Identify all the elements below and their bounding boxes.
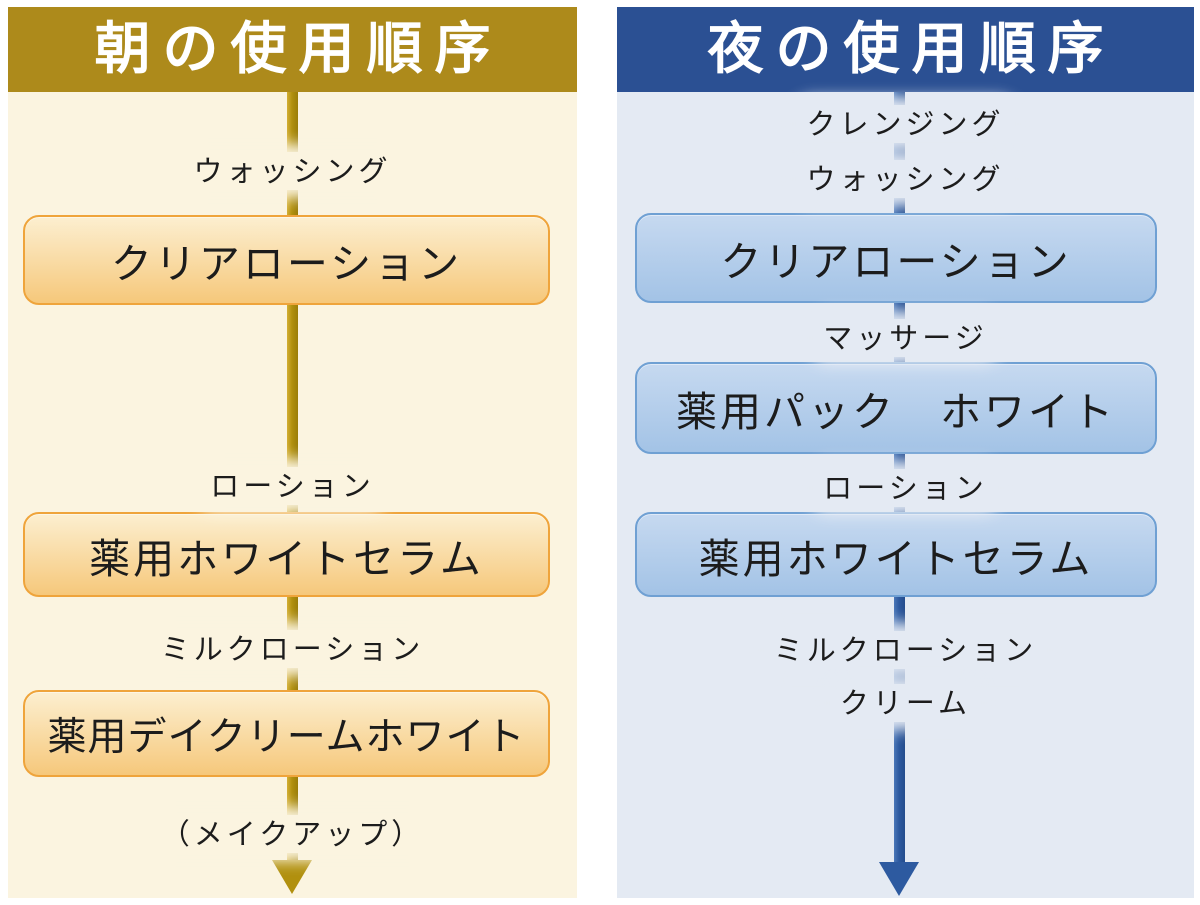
- step-label-text: ローション: [813, 469, 998, 507]
- step-label-text: ミルクローション: [763, 631, 1048, 669]
- morning-step-box-clear-lotion: クリアローション: [23, 215, 550, 305]
- step-label-text: ローション: [200, 467, 385, 505]
- step-box-text: 薬用パック ホワイト: [676, 388, 1116, 436]
- morning-step-label-lotion: ローション: [8, 467, 577, 505]
- step-label-text: マッサージ: [813, 319, 998, 357]
- night-step-label-lotion: ローション: [617, 469, 1194, 507]
- step-label-text: クリーム: [829, 684, 982, 722]
- step-label-text: ミルクローション: [150, 630, 435, 668]
- morning-step-box-day-cream-white: 薬用デイクリームホワイト: [23, 690, 550, 777]
- morning-panel: 朝の使用順序 ウォッシング クリアローション ローション 薬用ホワイトセラム ミ…: [8, 7, 577, 898]
- night-step-label-washing: ウォッシング: [617, 160, 1194, 198]
- night-step-label-cream: クリーム: [617, 684, 1194, 722]
- night-step-box-pack-white: 薬用パック ホワイト: [635, 362, 1157, 454]
- night-step-box-white-serum: 薬用ホワイトセラム: [635, 512, 1157, 597]
- night-header: 夜の使用順序: [617, 7, 1194, 92]
- night-step-box-clear-lotion: クリアローション: [635, 213, 1157, 303]
- night-step-label-massage: マッサージ: [617, 319, 1194, 357]
- step-box-text: 薬用デイクリームホワイト: [47, 714, 526, 760]
- step-box-text: クリアローション: [720, 238, 1072, 286]
- morning-step-label-washing: ウォッシング: [8, 152, 577, 190]
- night-step-label-cleansing: クレンジング: [617, 105, 1194, 143]
- step-label-text: クレンジング: [796, 105, 1015, 143]
- morning-flow-arrowhead-icon: [272, 860, 312, 894]
- morning-step-label-makeup: （メイクアップ）: [8, 815, 577, 853]
- night-flow-arrowhead-icon: [879, 862, 919, 896]
- night-title: 夜の使用順序: [707, 16, 1116, 82]
- morning-title: 朝の使用順序: [94, 16, 503, 82]
- night-step-label-milk-lotion: ミルクローション: [617, 631, 1194, 669]
- step-label-text: （メイクアップ）: [150, 815, 435, 853]
- step-label-text: ウォッシング: [183, 152, 402, 190]
- step-box-text: クリアローション: [110, 240, 463, 288]
- step-box-text: 薬用ホワイトセラム: [698, 534, 1094, 583]
- step-box-text: 薬用ホワイトセラム: [89, 534, 484, 583]
- step-label-text: ウォッシング: [796, 160, 1015, 198]
- morning-step-box-white-serum: 薬用ホワイトセラム: [23, 512, 550, 597]
- night-panel: 夜の使用順序 クレンジング ウォッシング クリアローション マッサージ 薬用パッ…: [617, 7, 1194, 898]
- morning-header: 朝の使用順序: [8, 7, 577, 92]
- morning-step-label-milk-lotion: ミルクローション: [8, 630, 577, 668]
